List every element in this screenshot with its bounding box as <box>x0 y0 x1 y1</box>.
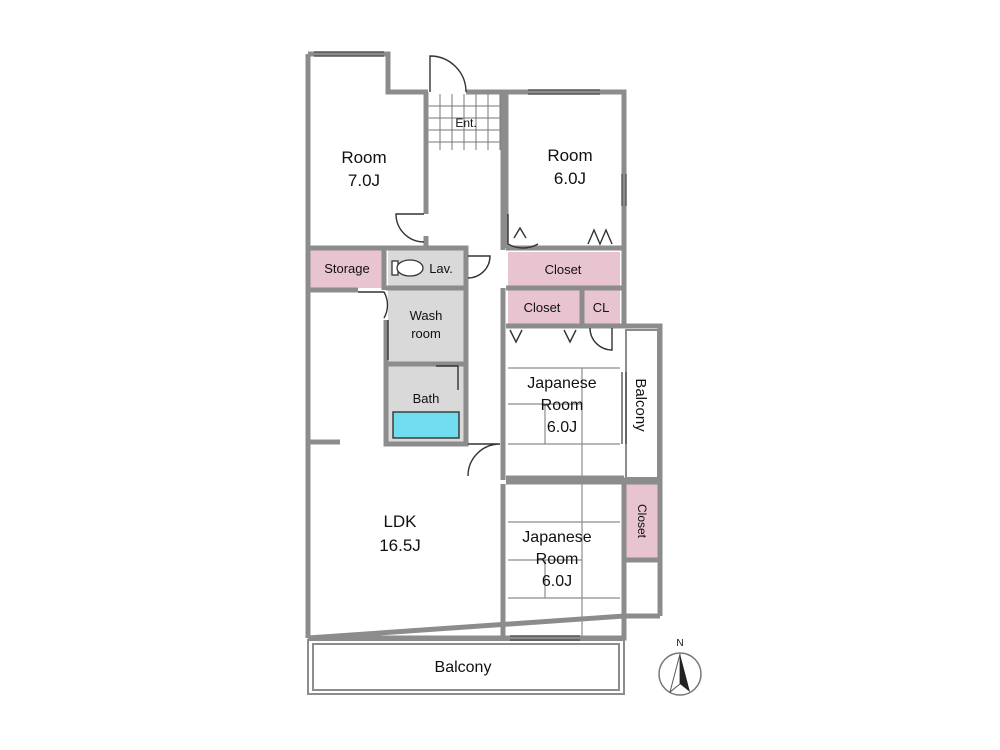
cl-label: CL <box>593 300 610 315</box>
walls <box>305 51 663 641</box>
cl-fill <box>584 290 620 324</box>
bath-label: Bath <box>413 391 440 406</box>
japanese-1-line2: Room <box>541 397 584 414</box>
compass-icon <box>658 652 702 696</box>
japanese-2-line1: Japanese <box>522 529 591 546</box>
entrance-floor <box>428 94 504 150</box>
room-west-size: 7.0J <box>348 171 380 190</box>
room-west-name: Room <box>341 148 386 167</box>
balcony-side-label: Balcony <box>632 378 649 432</box>
windows <box>314 51 627 641</box>
wash-label-2: room <box>411 326 441 341</box>
storage-door <box>358 291 389 319</box>
japanese-1-line1: Japanese <box>527 375 596 392</box>
wash-door <box>387 320 459 390</box>
wash-label-1: Wash <box>410 308 443 323</box>
ldk-name: LDK <box>383 512 417 531</box>
labels: Room 7.0J Ent. Room 6.0J Storage Lav. Cl… <box>324 116 683 676</box>
ldk-door <box>467 443 501 477</box>
entrance-label: Ent. <box>455 116 476 130</box>
entrance-tile-grid <box>428 94 504 150</box>
japanese-2-line2: Room <box>536 551 579 568</box>
closet-folding-doors <box>513 226 613 246</box>
room-west-door <box>395 213 425 243</box>
closet-mid-folding-doors <box>509 329 577 344</box>
closet-top-fill <box>508 252 620 286</box>
lavatory-label: Lav. <box>429 261 453 276</box>
doors <box>358 55 613 477</box>
cl-door <box>589 327 613 351</box>
bathtub-icon <box>392 411 460 439</box>
balcony-bottom-label: Balcony <box>435 659 492 676</box>
compass-label: N <box>676 638 683 649</box>
tatami-lines <box>508 367 620 636</box>
closet-side-label: Closet <box>635 504 649 539</box>
wash-room-fill <box>388 290 464 362</box>
closet-side-fill <box>624 484 660 558</box>
ldk-size: 16.5J <box>379 536 421 555</box>
storage-fill <box>310 250 385 288</box>
closet-top-label: Closet <box>545 262 582 277</box>
closet-mid-fill <box>508 290 580 324</box>
closet-mid-label: Closet <box>524 300 561 315</box>
japanese-2-size: 6.0J <box>542 573 572 590</box>
japanese-1-size: 6.0J <box>547 419 577 436</box>
storage-label: Storage <box>324 261 370 276</box>
lavatory-door <box>467 255 491 279</box>
entrance-door <box>429 55 467 93</box>
room-east-name: Room <box>547 146 592 165</box>
room-east-door <box>507 214 539 249</box>
room-fills <box>310 94 660 558</box>
thin-walls <box>307 329 659 695</box>
toilet-icon <box>391 259 424 277</box>
room-east-size: 6.0J <box>554 169 586 188</box>
